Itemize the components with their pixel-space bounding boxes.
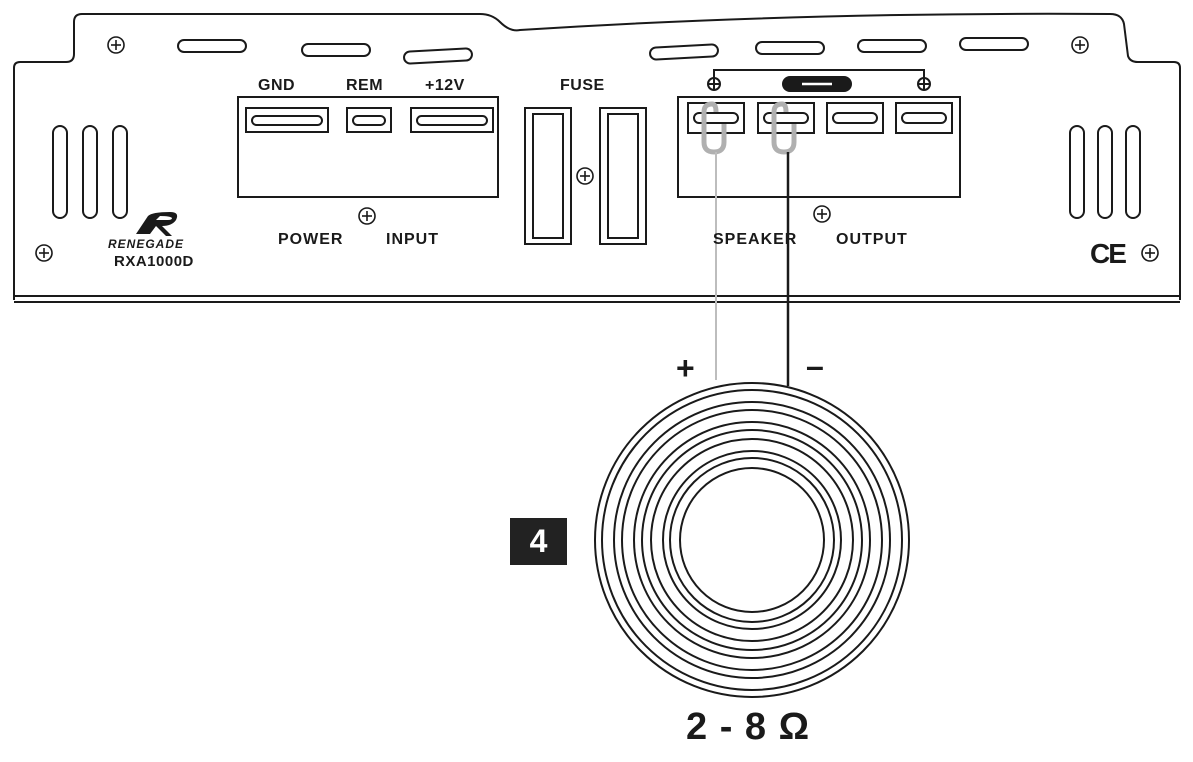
ce-mark: CE [1090,238,1127,269]
screw-icon [35,244,53,262]
bridge-markers [707,76,931,92]
screw-icon [813,205,831,223]
rem-terminal-label: REM [346,77,384,94]
step-number-badge: 4 [510,518,567,565]
top-vents [177,37,1029,65]
screw-icon [358,207,376,225]
screw-icon [1141,244,1159,262]
amplifier-body [13,12,1181,303]
input-label: INPUT [386,231,439,248]
brand-name: RENEGADE [108,237,185,251]
power-label: POWER [278,231,344,248]
renegade-logo-icon [136,212,178,236]
screw-icon [576,167,594,185]
negative-wire [771,101,797,386]
left-side-vents [52,125,128,219]
power-input-block [237,96,499,198]
screw-icon [107,36,125,54]
fuse-holders [524,107,647,245]
gnd-terminal-label: GND [258,77,296,94]
speaker-label: SPEAKER [713,231,798,248]
screw-icon [1071,36,1089,54]
positive-symbol: + [676,350,695,386]
output-label: OUTPUT [836,231,908,248]
impedance-label: 2 - 8 Ω [686,706,811,748]
fuse-label: FUSE [560,77,605,94]
speaker-cone [594,382,910,698]
negative-symbol: – [806,348,824,384]
positive-wire [701,101,727,380]
12v-terminal-label: +12V [425,77,465,94]
right-side-vents [1069,125,1141,219]
model-name: RXA1000D [114,253,194,270]
